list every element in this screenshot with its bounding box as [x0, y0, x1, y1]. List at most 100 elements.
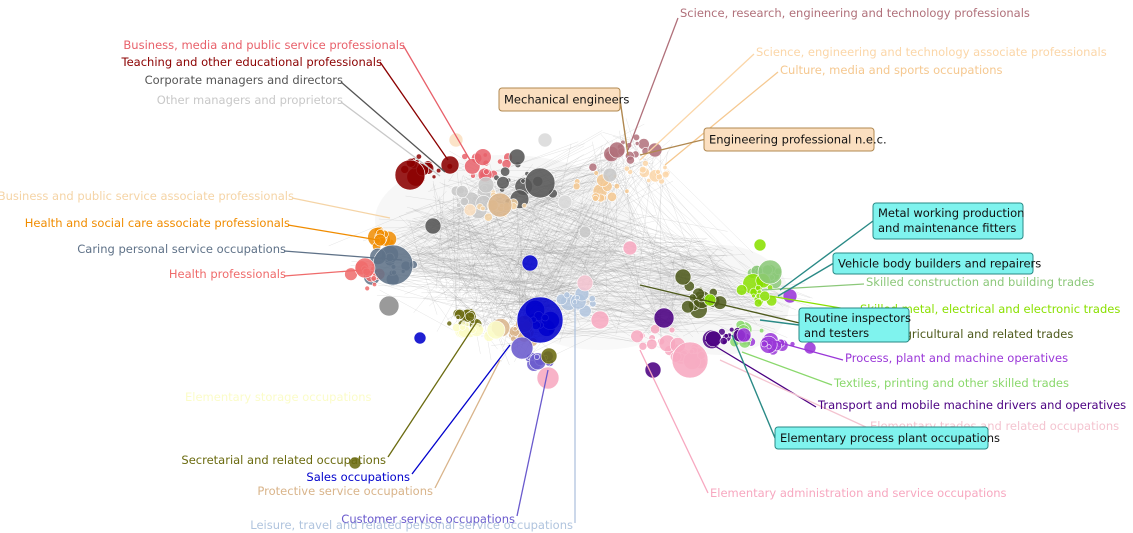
occupation-node[interactable]: [354, 257, 376, 279]
occupation-node[interactable]: [576, 274, 594, 292]
occupation-node[interactable]: [751, 293, 756, 299]
occupation-node[interactable]: [487, 192, 513, 218]
occupation-node[interactable]: [634, 141, 640, 146]
occupation-node[interactable]: [735, 284, 748, 296]
occupation-node[interactable]: [719, 336, 728, 345]
occupation-node[interactable]: [728, 327, 735, 333]
leader-line: [387, 319, 479, 458]
occupation-node[interactable]: [557, 194, 573, 210]
occupation-node[interactable]: [655, 173, 663, 181]
occupation-node[interactable]: [512, 326, 518, 332]
occupation-node[interactable]: [372, 244, 414, 286]
occupation-node[interactable]: [639, 166, 647, 174]
occupation-node[interactable]: [723, 333, 729, 339]
occupation-node[interactable]: [348, 456, 362, 470]
occupation-node[interactable]: [572, 182, 581, 191]
occupation-node[interactable]: [638, 341, 648, 351]
occupation-node[interactable]: [415, 153, 422, 160]
occupation-node[interactable]: [537, 132, 553, 148]
occupation-node[interactable]: [630, 329, 644, 343]
occupation-node[interactable]: [463, 203, 477, 217]
occupation-node[interactable]: [759, 290, 771, 302]
occupation-node[interactable]: [757, 259, 783, 285]
occupation-node[interactable]: [588, 295, 596, 303]
group-label: Other managers and proprietors: [157, 93, 343, 107]
occupation-node[interactable]: [671, 341, 709, 379]
occupation-node[interactable]: [483, 212, 493, 222]
occupation-node[interactable]: [655, 169, 661, 175]
occupation-node[interactable]: [661, 170, 670, 179]
occupation-node[interactable]: [623, 165, 630, 172]
occupation-node[interactable]: [653, 307, 675, 329]
occupation-node[interactable]: [602, 167, 618, 183]
occupation-node[interactable]: [446, 320, 453, 327]
occupation-node[interactable]: [642, 160, 649, 167]
occupation-node[interactable]: [574, 295, 580, 301]
occupation-node[interactable]: [563, 291, 571, 299]
occupation-node[interactable]: [424, 217, 442, 235]
occupation-node[interactable]: [431, 174, 437, 180]
occupation-node[interactable]: [371, 281, 377, 287]
occupation-node[interactable]: [477, 176, 495, 194]
occupation-node[interactable]: [456, 202, 462, 208]
occupation-node[interactable]: [496, 176, 510, 190]
occupation-node[interactable]: [622, 240, 638, 256]
occupation-node[interactable]: [500, 166, 511, 177]
occupation-node[interactable]: [521, 254, 539, 272]
occupation-node[interactable]: [521, 202, 528, 209]
occupation-node[interactable]: [483, 168, 490, 175]
occupation-node[interactable]: [520, 178, 526, 184]
occupation-node[interactable]: [370, 275, 377, 282]
occupation-node[interactable]: [510, 336, 534, 360]
occupation-node[interactable]: [718, 328, 726, 336]
highlight-label-text: Vehicle body builders and repairers: [838, 257, 1041, 271]
occupation-node[interactable]: [413, 331, 427, 345]
occupation-node[interactable]: [753, 238, 767, 252]
occupation-node[interactable]: [378, 295, 400, 317]
occupation-node[interactable]: [593, 170, 599, 176]
occupation-node[interactable]: [766, 344, 772, 350]
occupation-node[interactable]: [536, 366, 560, 390]
occupation-node[interactable]: [524, 167, 556, 199]
occupation-node[interactable]: [662, 165, 668, 171]
occupation-node[interactable]: [736, 327, 752, 343]
occupation-node[interactable]: [588, 162, 598, 172]
occupation-node[interactable]: [455, 185, 469, 198]
occupation-node[interactable]: [590, 310, 610, 330]
occupation-node[interactable]: [455, 314, 461, 320]
occupation-node[interactable]: [703, 293, 717, 307]
occupation-node[interactable]: [516, 296, 564, 344]
occupation-node[interactable]: [533, 353, 540, 360]
occupation-node[interactable]: [464, 321, 470, 327]
occupation-node[interactable]: [578, 225, 592, 239]
occupation-node[interactable]: [508, 148, 526, 166]
occupation-node[interactable]: [448, 132, 464, 148]
occupation-node[interactable]: [459, 197, 469, 207]
occupation-node[interactable]: [624, 188, 630, 194]
occupation-node[interactable]: [474, 148, 492, 166]
occupation-node[interactable]: [626, 155, 635, 165]
occupation-node[interactable]: [650, 324, 661, 335]
occupation-node[interactable]: [753, 298, 763, 308]
occupation-node[interactable]: [540, 347, 558, 365]
occupation-node[interactable]: [592, 195, 599, 202]
occupation-node[interactable]: [464, 311, 475, 322]
occupation-node[interactable]: [646, 338, 658, 350]
occupation-node[interactable]: [606, 191, 617, 202]
occupation-node[interactable]: [681, 300, 695, 314]
occupation-node[interactable]: [758, 328, 765, 334]
highlight-leader-line: [777, 262, 834, 297]
occupation-node[interactable]: [364, 285, 370, 292]
highlight-label-text-line2: and testers: [804, 326, 869, 340]
occupation-node[interactable]: [373, 233, 387, 247]
occupation-node[interactable]: [394, 159, 426, 191]
occupation-node[interactable]: [674, 268, 692, 286]
occupation-node[interactable]: [613, 183, 621, 190]
occupation-node[interactable]: [486, 320, 506, 340]
occupation-node[interactable]: [480, 205, 486, 211]
occupation-node[interactable]: [436, 168, 442, 174]
occupation-node[interactable]: [440, 155, 460, 175]
occupation-node[interactable]: [668, 326, 676, 334]
occupation-node[interactable]: [760, 340, 768, 348]
occupation-node[interactable]: [608, 141, 626, 159]
